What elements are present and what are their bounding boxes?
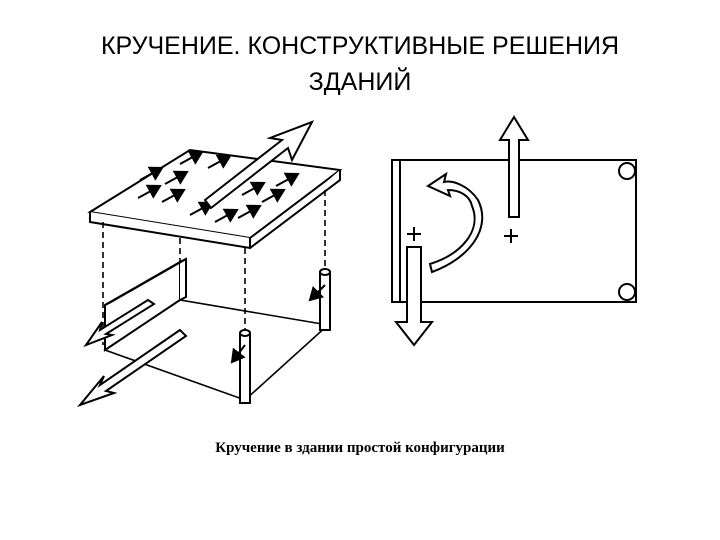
roof-torsion-arrow <box>203 120 315 210</box>
slide-title-line-1: КРУЧЕНИЕ. КОНСТРУКТИВНЫЕ РЕШЕНИЯ <box>100 32 620 60</box>
plan-arrow-up <box>498 115 530 218</box>
figure-caption: Кручение в здании простой конфигурации <box>215 440 505 456</box>
roof-load-arrows <box>137 150 300 223</box>
plus-sign-left <box>407 227 421 241</box>
plan-signs <box>407 227 518 243</box>
plan-arrow-down <box>393 246 435 347</box>
plan-column-bottom <box>618 283 636 301</box>
column-right <box>319 268 331 331</box>
plus-sign-right <box>504 229 518 243</box>
column-front <box>239 329 251 404</box>
slide-title-line-2: ЗДАНИЙ <box>308 68 412 96</box>
plan-rotation-arrow <box>425 171 484 274</box>
wall-arrow-left <box>83 298 156 348</box>
plan-view <box>391 115 637 347</box>
torsion-figure <box>76 115 637 408</box>
slide-title: КРУЧЕНИЕ. КОНСТРУКТИВНЫЕ РЕШЕНИЯ ЗДАНИЙ <box>0 28 720 100</box>
column-arrows <box>230 284 326 364</box>
floor-torsion-arrow <box>76 328 188 408</box>
plan-column-top <box>618 162 636 180</box>
